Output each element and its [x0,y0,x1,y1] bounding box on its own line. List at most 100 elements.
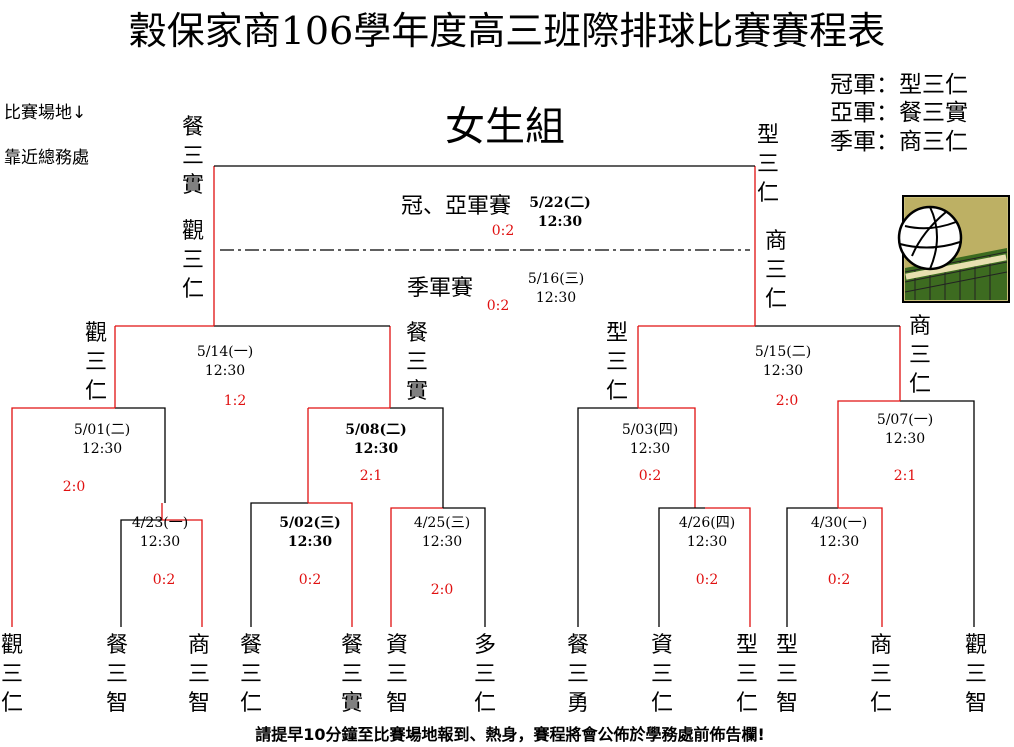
advancer-r2-right: 商 [909,314,931,339]
team-label-11: 型 [776,633,798,658]
match-date-m9: 5/07(一) [877,412,933,428]
advancer-r2-left: 仁 [85,379,107,404]
advancer-r2-midleft: 實 [406,379,428,404]
group-title: 女生組 [445,104,565,150]
team-label-8: 勇 [567,691,589,716]
match-score-final: 0:2 [492,223,515,239]
match-label-final: 冠、亞軍賽 [401,194,511,219]
team-label-6: 智 [386,691,408,716]
team-label-2: 智 [106,691,128,716]
advancer-r2-midleft: 餐 [406,321,428,346]
team-label-7: 三 [474,662,496,687]
match-score-m9: 2:1 [894,468,917,484]
team-label-8: 三 [567,662,589,687]
match-score-m3: 2:0 [431,582,454,598]
match-time-m7: 12:30 [354,441,398,457]
match-time-m5: 12:30 [819,534,859,550]
match-date-m6: 5/01(二) [74,422,130,438]
team-label-10: 三 [736,662,758,687]
bracket-line-11 [443,507,486,627]
bracket-line-5 [115,407,166,503]
team-label-10: 型 [736,633,758,658]
advancer-r2-midright: 三 [606,350,628,375]
match-time-third: 12:30 [536,290,576,306]
team-label-9: 仁 [651,691,673,716]
match-date-m5: 4/30(一) [811,515,867,531]
team-label-4: 餐 [240,633,262,658]
match-label-third: 季軍賽 [407,276,473,301]
team-label-5: 實 [341,691,363,716]
team-label-5: 餐 [341,633,363,658]
team-label-3: 三 [188,662,210,687]
bracket-line-10 [390,507,443,627]
venue-note-2: 靠近總務處 [4,148,89,168]
match-date-m7: 5/08(二) [345,422,407,438]
team-label-12: 仁 [870,691,892,716]
team-label-12: 三 [870,662,892,687]
bracket-lines [11,165,975,627]
advancer-top-right-2: 商 [765,229,787,254]
match-time-final: 12:30 [538,214,582,230]
match-time-m2: 12:30 [288,534,332,550]
bracket-line-4 [11,407,115,627]
team-label-2: 三 [106,662,128,687]
advancer-r2-midright: 型 [606,321,628,346]
team-label-7: 多 [474,633,496,658]
venue-note-1: 比賽場地↓ [4,102,86,123]
team-label-3: 智 [188,691,210,716]
match-date-third: 5/16(三) [528,271,584,287]
match-date-final: 5/22(二) [529,195,591,211]
result-champion: 冠軍：型三仁 [830,72,968,98]
team-label-6: 資 [386,633,408,658]
advancer-r2-midright: 仁 [606,379,628,404]
team-label-6: 三 [386,662,408,687]
team-label-10: 仁 [736,691,758,716]
team-label-4: 三 [240,662,262,687]
advancer-r2-right: 仁 [909,372,931,397]
match-time-m9: 12:30 [885,431,925,447]
match-time-m10: 12:30 [205,363,245,379]
match-date-m11: 5/15(二) [755,344,811,360]
team-label-9: 三 [651,662,673,687]
match-score-m5: 0:2 [828,572,851,588]
team-label-8: 餐 [567,633,589,658]
bracket-line-8 [308,502,353,627]
team-label-1: 仁 [1,691,23,716]
advancer-top-left-2: 仁 [182,277,204,302]
bracket-line-24 [838,507,883,627]
team-label-2: 餐 [106,633,128,658]
bracket-line-1 [120,519,162,627]
advancer-top-left-1: 餐 [182,115,204,140]
bracket-line-21 [658,507,705,627]
bracket-line-22 [705,507,751,627]
bracket-line-3 [162,519,203,627]
match-score-m6: 2:0 [63,479,86,495]
team-label-5: 三 [341,662,363,687]
advancer-top-right-1: 型 [757,123,779,148]
advancer-r2-left: 觀 [85,321,107,346]
bracket-line-19 [638,407,696,508]
match-time-m4: 12:30 [687,534,727,550]
result-runner-up: 亞軍：餐三實 [830,100,968,126]
team-label-13: 智 [965,691,987,716]
page-title: 穀保家商106學年度高三班際排球比賽賽程表 [129,9,886,53]
advancer-top-left-2: 觀 [182,219,204,244]
match-date-m8: 5/03(四) [622,422,678,438]
advancer-top-right-1: 仁 [757,181,779,206]
match-time-m1: 12:30 [140,534,180,550]
team-label-1: 三 [1,662,23,687]
match-time-m8: 12:30 [630,441,670,457]
team-label-13: 觀 [965,633,987,658]
advancer-top-left-1: 三 [182,144,204,169]
advancer-top-right-1: 三 [757,152,779,177]
match-time-m6: 12:30 [82,441,122,457]
match-date-m10: 5/14(一) [197,344,253,360]
footer-note: 請提早10分鐘至比賽場地報到、熱身，賽程將會公佈於學務處前佈告欄! [255,725,765,744]
advancer-r2-midleft: 三 [406,350,428,375]
team-label-7: 仁 [474,691,496,716]
team-label-12: 商 [870,633,892,658]
bracket-texts: 觀三仁餐三智商三智餐三仁餐三實資三智多三仁餐三勇資三仁型三仁型三智商三仁觀三智4… [1,115,987,716]
team-label-11: 三 [776,662,798,687]
match-date-m3: 4/25(三) [414,515,470,531]
